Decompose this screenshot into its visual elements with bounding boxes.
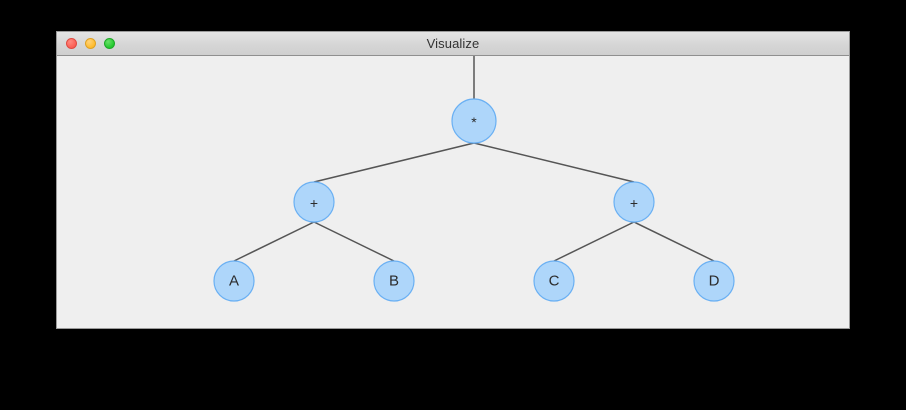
tree-node-circle-a[interactable] bbox=[213, 260, 255, 302]
tree-edge-left-a bbox=[233, 221, 315, 262]
tree-node-a[interactable]: A bbox=[213, 260, 255, 302]
tree-node-circle-right[interactable] bbox=[613, 181, 655, 223]
window-controls bbox=[66, 38, 115, 49]
maximize-button-icon[interactable] bbox=[104, 38, 115, 49]
window-titlebar[interactable]: Visualize bbox=[57, 32, 849, 56]
tree-node-circle-c[interactable] bbox=[533, 260, 575, 302]
tree-node-label-right: + bbox=[630, 195, 638, 211]
tree-node-label-d: D bbox=[709, 273, 720, 290]
tree-node-circle-d[interactable] bbox=[693, 260, 735, 302]
tree-node-label-root: * bbox=[471, 114, 477, 130]
tree-node-label-c: C bbox=[549, 273, 560, 290]
tree-node-c[interactable]: C bbox=[533, 260, 575, 302]
close-button-icon[interactable] bbox=[66, 38, 77, 49]
tree-node-b[interactable]: B bbox=[373, 260, 415, 302]
tree-node-circle-left[interactable] bbox=[293, 181, 335, 223]
tree-canvas[interactable]: * + + A B C D bbox=[57, 56, 849, 328]
tree-edge-right-c bbox=[553, 221, 635, 262]
tree-node-right[interactable]: + bbox=[613, 181, 655, 223]
minimize-button-icon[interactable] bbox=[85, 38, 96, 49]
tree-edge-right-d bbox=[633, 221, 715, 262]
tree-edge-left-b bbox=[313, 221, 395, 262]
tree-node-left[interactable]: + bbox=[293, 181, 335, 223]
tree-node-circle-root[interactable] bbox=[451, 98, 497, 144]
tree-node-label-b: B bbox=[389, 273, 399, 290]
window-title: Visualize bbox=[426, 35, 480, 51]
tree-edge-layer bbox=[233, 56, 715, 262]
tree-node-d[interactable]: D bbox=[693, 260, 735, 302]
visualize-window: Visualize * + + A B C D bbox=[56, 31, 850, 329]
tree-node-circle-b[interactable] bbox=[373, 260, 415, 302]
tree-node-label-a: A bbox=[229, 273, 239, 290]
tree-node-root[interactable]: * bbox=[451, 98, 497, 144]
expression-tree-graphic: * + + A B C D bbox=[213, 56, 735, 302]
tree-node-layer: * + + A B C D bbox=[213, 98, 735, 302]
tree-node-label-left: + bbox=[310, 195, 318, 211]
tree-edge-root-right bbox=[473, 142, 635, 183]
tree-edge-root-left bbox=[313, 142, 475, 183]
